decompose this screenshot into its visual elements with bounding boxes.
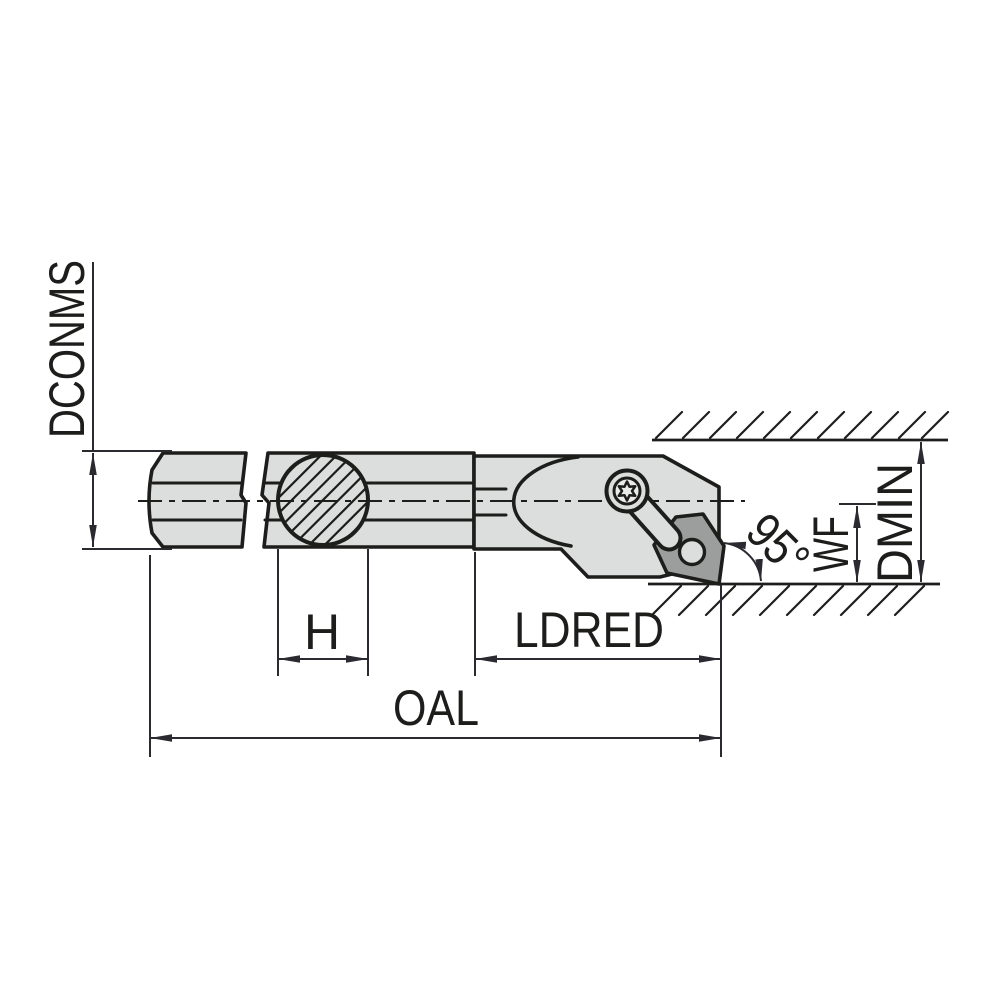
dim-angle-95 xyxy=(723,541,763,582)
dim-dconms xyxy=(82,262,172,550)
label-oal: OAL xyxy=(393,680,479,736)
dim-oal xyxy=(149,555,721,757)
label-dconms: DCONMS xyxy=(39,260,95,438)
torx-icon xyxy=(617,480,637,502)
shank-end-facet-lines xyxy=(151,481,243,522)
clamp-screw-icon xyxy=(604,468,650,514)
label-wf: WF xyxy=(803,516,859,572)
head-nose-curve xyxy=(511,455,580,548)
workpiece-surface-top xyxy=(652,410,950,442)
label-h: H xyxy=(304,604,340,660)
dim-wf xyxy=(839,503,876,582)
dimensions xyxy=(82,262,925,757)
dim-ldred xyxy=(474,552,722,757)
label-ldred: LDRED xyxy=(514,602,664,658)
dim-h xyxy=(277,549,369,676)
insert-hole xyxy=(677,537,707,567)
head-facet-lines xyxy=(472,487,508,517)
top-surface-hatching xyxy=(654,410,950,440)
label-dmin: DMIN xyxy=(867,463,923,583)
